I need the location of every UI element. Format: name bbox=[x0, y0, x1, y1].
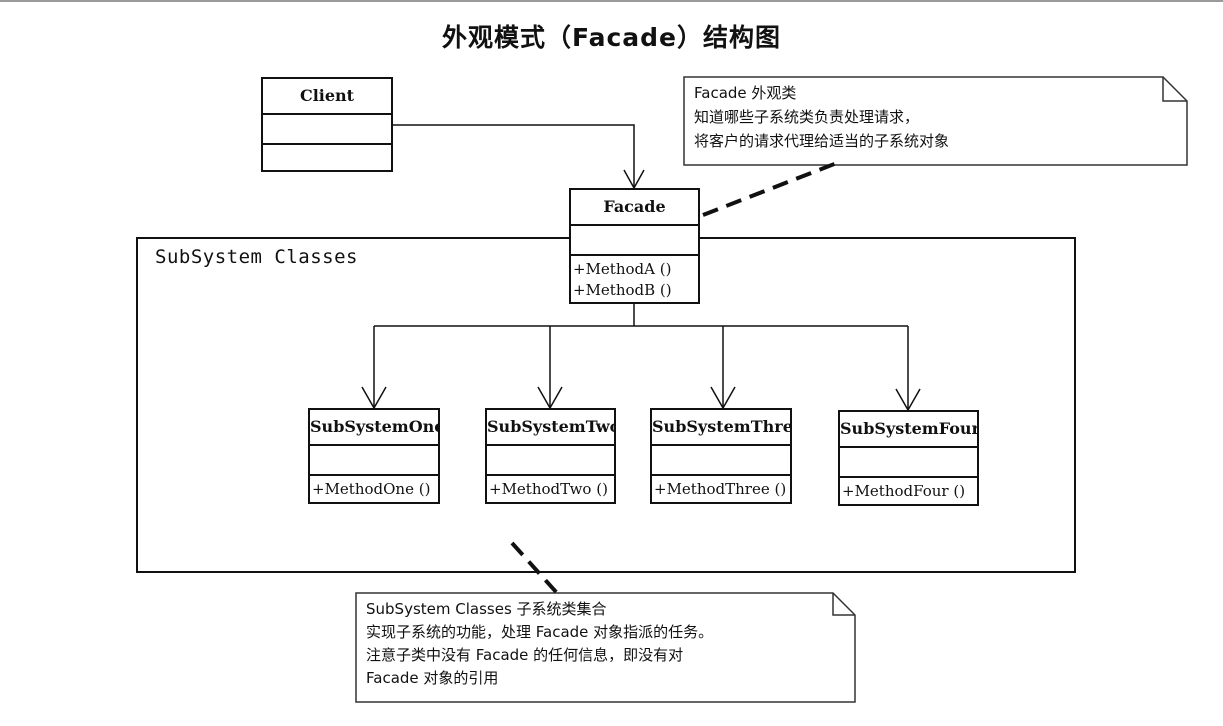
facade-op-b: +MethodB () bbox=[573, 281, 672, 299]
facade-note-line: 将客户的请求代理给适当的子系统对象 bbox=[694, 132, 950, 150]
subsystem-operation: +MethodThree () bbox=[654, 480, 787, 498]
subsystem-note-line: 实现子系统的功能，处理 Facade 对象指派的任务。 bbox=[366, 623, 714, 641]
client-class-name: Client bbox=[263, 79, 391, 115]
client-class: Client bbox=[261, 77, 393, 172]
subsystem-one-class: SubSystemOne +MethodOne () bbox=[308, 408, 440, 504]
subsystem-four-class: SubSystemFour +MethodFour () bbox=[838, 410, 979, 506]
subsystem-note-box bbox=[355, 592, 856, 703]
facade-note-fold bbox=[1162, 77, 1187, 102]
subsystem-two-class: SubSystemTwo +MethodTwo () bbox=[485, 408, 616, 504]
subsystem-class-name: SubSystemThree bbox=[652, 410, 790, 446]
facade-operations: +MethodA () +MethodB () bbox=[571, 256, 698, 301]
subsystem-operation: +MethodFour () bbox=[842, 482, 966, 500]
subsystem-attributes bbox=[487, 446, 614, 476]
facade-class: Facade +MethodA () +MethodB () bbox=[569, 188, 700, 304]
subsystem-attributes bbox=[840, 448, 977, 478]
facade-note-text: Facade 外观类 知道哪些子系统类负责处理请求， 将客户的请求代理给适当的子… bbox=[694, 81, 949, 153]
subsystem-class-name: SubSystemFour bbox=[840, 412, 977, 448]
facade-note-anchor bbox=[702, 159, 843, 217]
subsystem-note-line: Facade 对象的引用 bbox=[366, 669, 499, 687]
client-attributes bbox=[263, 115, 391, 145]
subsystem-note-fold bbox=[832, 593, 855, 616]
subsystem-operation: +MethodOne () bbox=[312, 480, 431, 498]
subsystem-three-class: SubSystemThree +MethodThree () bbox=[650, 408, 792, 504]
client-operations bbox=[263, 145, 391, 173]
subsystem-note-line: SubSystem Classes 子系统类集合 bbox=[366, 600, 607, 618]
subsystem-class-name: SubSystemOne bbox=[310, 410, 438, 446]
subsystem-note-line: 注意子类中没有 Facade 的任何信息，即没有对 bbox=[366, 646, 684, 664]
subsystem-attributes bbox=[310, 446, 438, 476]
package-label: SubSystem Classes bbox=[155, 246, 358, 268]
diagram-title: 外观模式（Facade）结构图 bbox=[441, 23, 782, 52]
subsystem-note-anchor bbox=[510, 541, 559, 595]
subsystem-note-text: SubSystem Classes 子系统类集合 实现子系统的功能，处理 Fac… bbox=[366, 598, 713, 690]
facade-attributes bbox=[571, 226, 698, 256]
subsystem-class-name: SubSystemTwo bbox=[487, 410, 614, 446]
subsystem-operation: +MethodTwo () bbox=[489, 480, 608, 498]
facade-note-line: Facade 外观类 bbox=[694, 84, 797, 102]
facade-class-name: Facade bbox=[571, 190, 698, 226]
facade-op-a: +MethodA () bbox=[573, 260, 672, 278]
top-rule bbox=[0, 0, 1223, 2]
client-facade-association bbox=[393, 124, 635, 188]
facade-note-line: 知道哪些子系统类负责处理请求， bbox=[694, 108, 920, 126]
facade-note-box bbox=[683, 76, 1188, 166]
subsystem-attributes bbox=[652, 446, 790, 476]
